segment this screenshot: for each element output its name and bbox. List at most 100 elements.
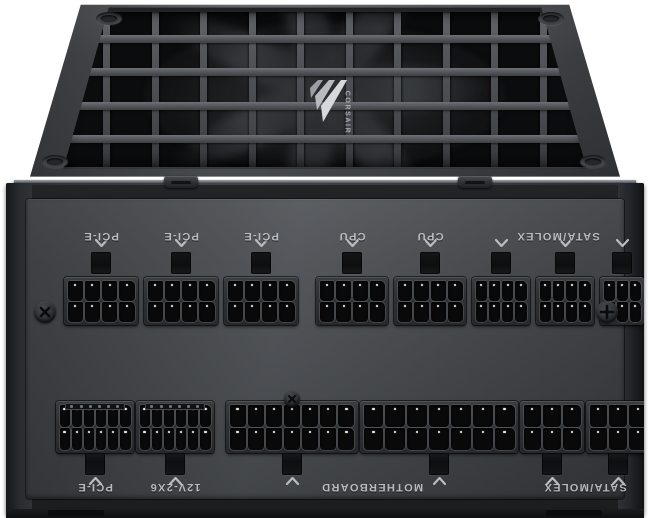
connector-pin [119, 301, 135, 322]
connector-pin [336, 301, 351, 322]
connector-pin-row [539, 280, 591, 301]
sense-pin [178, 405, 182, 408]
connector-pin [302, 427, 319, 450]
connector-pin [164, 301, 180, 322]
connector-pin-row [539, 301, 591, 322]
chevron-down-icon [345, 239, 359, 247]
screw-top-left [34, 301, 56, 323]
connector-pin-row [229, 427, 355, 450]
clip-tab-right [458, 176, 492, 188]
chevron-down-icon [423, 239, 437, 247]
connector-pin [247, 427, 264, 450]
connector-pin-row [397, 280, 463, 301]
connector-pin [494, 427, 515, 450]
connector-pin [279, 280, 295, 301]
connector-pin [67, 301, 83, 322]
connector-pin [319, 301, 335, 322]
connector-pin [414, 280, 429, 301]
connector-pin [562, 404, 581, 427]
sails-icon [310, 80, 347, 122]
connector-pin [502, 280, 514, 301]
chassis-foot-left [48, 510, 104, 516]
power-connector-port[interactable] [520, 401, 584, 453]
connector-pin [83, 427, 95, 450]
connector-pin [616, 301, 628, 322]
connector-guide-notch [491, 252, 511, 274]
connector-label: CPU [338, 230, 366, 242]
connector-guide-notch [420, 252, 440, 274]
connector-pin [102, 280, 118, 301]
connector-pin [523, 404, 542, 427]
connector-pin [515, 301, 527, 322]
chevron-down-icon [174, 239, 188, 247]
sense-pin [79, 405, 83, 408]
connector-pin [407, 427, 428, 450]
connector-pin [229, 404, 246, 427]
connector-guide-notch [165, 453, 185, 475]
connector-pin [515, 280, 527, 301]
connector-guide-notch [91, 252, 111, 274]
grille-rib-vertical [151, 7, 159, 169]
power-connector-port[interactable] [144, 277, 218, 325]
connector-pin [176, 427, 187, 450]
connector-pin [488, 301, 500, 322]
connector-pin [429, 427, 449, 450]
connector-label: PCI-E [83, 230, 119, 242]
connector-pin-row [603, 280, 641, 301]
corsair-logo: CORSAIR [305, 74, 351, 136]
grille-rib-horizontal [63, 7, 587, 12]
connector-pin [397, 280, 413, 301]
connector-pin [363, 404, 384, 427]
connector-pin [609, 427, 627, 450]
connector-guide-notch [85, 453, 105, 475]
connector-pin [475, 280, 487, 301]
connector-pin [488, 280, 500, 301]
connector-pin [353, 301, 368, 322]
power-connector-port[interactable] [136, 401, 214, 453]
power-connector-port[interactable] [472, 277, 530, 325]
chevron-down-icon [88, 477, 102, 485]
chevron-down-icon [168, 477, 182, 485]
sense-pin [150, 405, 154, 408]
connector-pin [502, 301, 514, 322]
grille-rib-horizontal [63, 35, 587, 44]
connector-pin [108, 427, 119, 450]
power-connector-port[interactable] [586, 401, 644, 453]
grille-rib-horizontal [63, 68, 587, 77]
screw-center [284, 391, 300, 407]
connector-pin [628, 427, 644, 450]
connector-pin [84, 280, 100, 301]
connector-pin-row [397, 301, 463, 322]
power-connector-port[interactable] [56, 401, 134, 453]
sense-pin [116, 405, 120, 408]
chevron-down-icon [432, 477, 446, 485]
power-connector-port[interactable] [536, 277, 594, 325]
connector-pin [265, 404, 282, 427]
connector-pin [369, 301, 385, 322]
power-connector-port[interactable] [226, 401, 358, 453]
chevron-down-icon [494, 239, 508, 247]
power-connector-port[interactable] [64, 277, 138, 325]
connector-pin [539, 280, 551, 301]
connector-pin [552, 301, 564, 322]
connector-pin-row [67, 280, 135, 301]
connector-pin [163, 427, 175, 450]
connector-label: PCI-E [77, 481, 113, 493]
connector-pin-row [229, 404, 355, 427]
connector-pin [494, 404, 515, 427]
grommet-bottom-left [42, 155, 68, 168]
sense-pin [70, 405, 74, 408]
power-connector-port[interactable] [316, 277, 388, 325]
connector-pin [338, 427, 355, 450]
grille-rib-horizontal [63, 134, 587, 143]
power-connector-port[interactable] [360, 401, 518, 453]
connector-pin [199, 301, 215, 322]
connector-pin [244, 301, 260, 322]
connector-pin [579, 301, 591, 322]
connector-guide-notch [251, 252, 271, 274]
connector-pin [407, 404, 428, 427]
power-connector-port[interactable] [224, 277, 298, 325]
power-connector-port[interactable] [394, 277, 466, 325]
connector-guide-notch [608, 453, 628, 475]
